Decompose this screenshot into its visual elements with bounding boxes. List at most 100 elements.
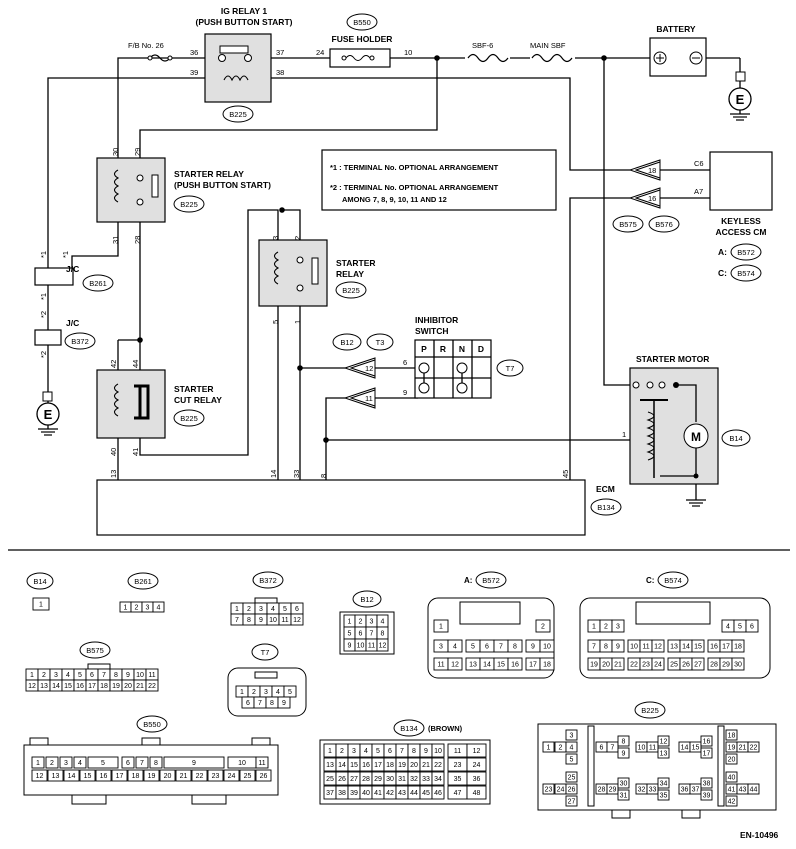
b261-pin: 4 [157,605,161,612]
svg-text:44: 44 [131,360,140,368]
b550-pin: 20 [164,773,172,780]
svg-text:1: 1 [293,320,302,324]
b574-pin: 4 [726,624,730,631]
b550-pin: 15 [84,773,92,780]
b225-cell [747,741,760,753]
svg-text:A:: A: [718,247,727,257]
svg-text:14: 14 [269,470,278,478]
b572-cell [507,657,523,671]
b574-pin: 5 [738,624,742,631]
b550-cell [239,769,256,782]
sbf-fuses: SBF-6 MAIN SBF [467,41,573,63]
b572-cell [539,657,555,671]
b134-pin: 11 [454,748,461,755]
b575-pin: 22 [148,683,156,690]
svg-text:31: 31 [111,236,120,244]
b372-pin: 2 [247,606,251,613]
b550-pin: 12 [36,773,44,780]
svg-text:B225: B225 [180,414,198,423]
b572-pin: 11 [437,662,444,669]
b12-pin: 4 [381,619,385,626]
figure-code: EN-10496 [740,830,779,840]
b572-cell [539,639,555,653]
b225-cell [700,789,713,801]
b574-pin: 8 [604,644,608,651]
starter-relay: 3 2 5 1 STARTER RELAY B225 [258,236,376,324]
svg-text:E: E [736,92,745,107]
b225-pin: 31 [620,793,628,800]
b134-pin: 47 [454,790,462,797]
b225-pin: 30 [620,781,628,788]
b574-pin: 1 [592,624,596,631]
b574-pin: 6 [750,624,754,631]
b134-pin: 7 [400,748,404,755]
b574-cell [691,639,705,653]
b225-cell [700,735,713,747]
b134-pin: 46 [434,790,442,797]
b572-pin: 16 [511,662,519,669]
b550-tag [136,715,168,733]
b225-cell [565,729,578,741]
b572-pin: 2 [541,624,545,631]
b550-cell [255,769,272,782]
b225-pin: 35 [660,793,668,800]
b12-label: B12 [360,595,373,604]
b575-pin: 20 [124,683,132,690]
t7-tag [251,643,279,661]
b225-cell [565,741,578,753]
b225-pin: 43 [739,787,747,794]
svg-text:ECM: ECM [596,484,615,494]
b134-pin: 18 [386,762,394,769]
b574-pin: 21 [614,662,622,669]
b550-pin: 19 [148,773,156,780]
b12-tag [352,590,382,608]
svg-text:29: 29 [133,148,142,156]
svg-text:T3: T3 [376,338,385,347]
b574-cell [731,639,745,653]
b572-pin: 8 [513,644,517,651]
b134-pin: 42 [386,790,394,797]
b575-cell [145,679,159,692]
b225-pin: 8 [622,739,626,746]
b550-cell [59,756,73,769]
svg-text:INHIBITOR: INHIBITOR [415,315,458,325]
b572-cell [433,619,449,633]
b550-cell [175,769,192,782]
b572-pin: 15 [497,662,505,669]
b225-pin: 44 [750,787,758,794]
b550-pin: 5 [101,760,105,767]
b12-cell [376,638,389,652]
b572-pin: 14 [483,662,491,669]
svg-text:STARTER RELAY: STARTER RELAY [174,169,244,179]
b225-cell [617,789,630,801]
svg-text:(PUSH BUTTON START): (PUSH BUTTON START) [196,17,293,27]
b550-pin: 9 [192,760,196,767]
b134-pin: 4 [364,748,368,755]
b372-pin: 1 [235,606,239,613]
b261-pin: 3 [146,605,150,612]
b575-pin: 16 [76,683,84,690]
b225-pin: 15 [692,745,700,752]
b134-pin: 29 [374,776,382,783]
b225-pin: 39 [703,793,711,800]
b550-pin: 3 [64,760,68,767]
b134-pin: 48 [473,790,481,797]
b14-pin: 1 [39,602,43,609]
b550-cell [255,756,269,769]
b574-pin: 15 [694,644,702,651]
svg-text:B576: B576 [655,220,673,229]
b134-pin: 13 [326,762,334,769]
svg-text:*2 : TERMINAL No. OPTIONAL ARR: *2 : TERMINAL No. OPTIONAL ARRANGEMENT [330,183,499,192]
b372-pin: 4 [271,606,275,613]
svg-text:SWITCH: SWITCH [415,326,449,336]
b574-pin: 28 [710,662,718,669]
b225-pin: 7 [611,745,615,752]
b225-pin: 21 [739,745,747,752]
b225-pin: 5 [570,757,574,764]
b574-pin: 26 [682,662,690,669]
b574-pin: 23 [642,662,650,669]
b550-cell [121,756,135,769]
b225-pin: 2 [559,745,563,752]
b225-label: B225 [641,706,659,715]
b372-pin: 10 [269,617,277,624]
